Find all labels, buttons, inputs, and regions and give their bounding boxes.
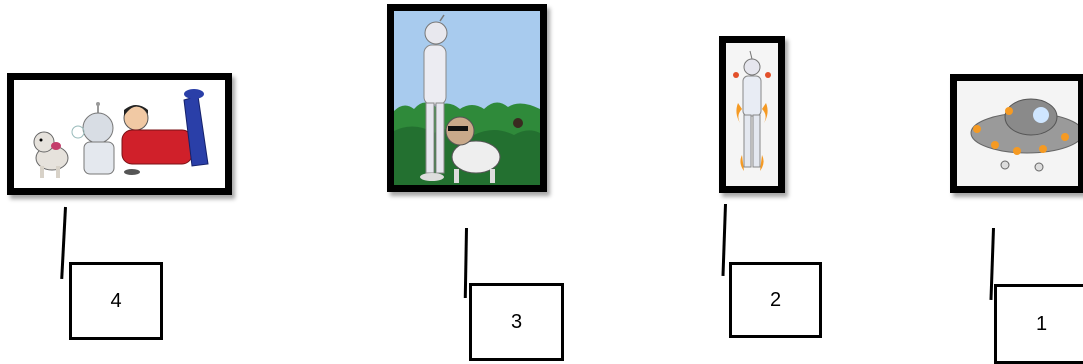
panel-3-image [387,4,547,192]
number-box-1: 1 [994,284,1083,364]
connector-2 [721,203,727,277]
number-box-4: 4 [69,262,163,340]
number-label-2: 2 [769,288,782,311]
panel-1-image [950,74,1083,193]
number-label-4: 4 [110,289,122,312]
panel-4-image [7,73,232,195]
number-box-3: 3 [469,283,564,361]
robot-rockets-icon [726,43,778,186]
robot-dog-in-bushes-icon [394,11,540,185]
connector-4 [60,206,67,279]
boy-robot-dog-lying-icon [14,80,225,188]
flying-saucer-icon [957,81,1078,186]
number-box-2: 2 [729,262,822,338]
number-label-1: 1 [1035,312,1048,335]
number-label-3: 3 [510,310,523,333]
panel-2-image [719,36,785,193]
connector-3 [463,227,468,299]
